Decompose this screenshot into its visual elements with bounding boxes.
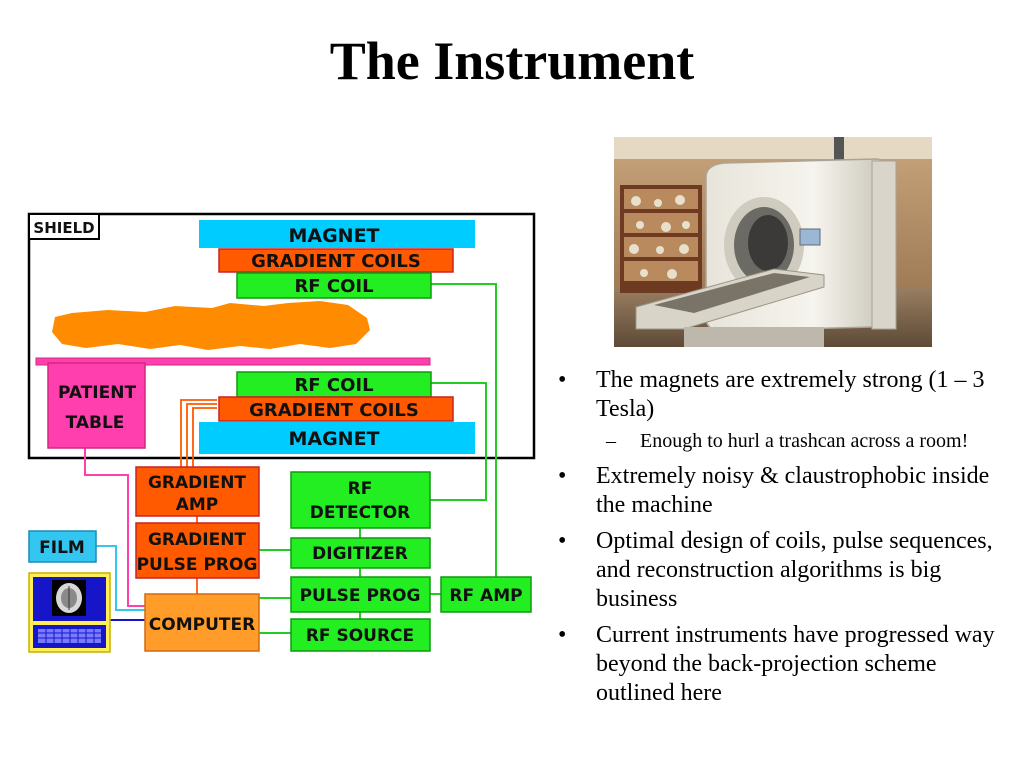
digitizer-label: DIGITIZER (312, 544, 408, 564)
slide-title: The Instrument (329, 31, 695, 91)
bullet-marker: • (558, 528, 567, 554)
bullet-item: • Optimal design of coils, pulse sequenc… (556, 527, 1002, 614)
patient-table-label-2: TABLE (66, 413, 125, 433)
bullet-item: • Current instruments have progressed wa… (556, 621, 1002, 708)
rf-detector-label-2: DETECTOR (310, 503, 411, 523)
digitizer-block (290, 537, 431, 569)
bullet-marker: • (558, 367, 567, 393)
gradient-wires (180, 399, 217, 594)
gradient-coils-top-label: GRADIENT COILS (251, 251, 421, 272)
gradient-pulse-prog-block (135, 522, 260, 579)
bullet-list: • The magnets are extremely strong (1 – … (556, 366, 1002, 715)
rf-coil-bottom-label: RF COIL (294, 375, 373, 396)
sub-bullet-marker: – (606, 430, 616, 452)
gradient-amp-block (135, 466, 260, 517)
gradient-coils-bottom-label: GRADIENT COILS (249, 400, 419, 421)
film-block (28, 530, 97, 563)
rf-coil-bottom-block (236, 371, 432, 398)
mri-block-diagram: SHIELD MAGNET GRADIENT COILS RF COIL PAT… (27, 212, 536, 653)
rf-source-block (290, 618, 431, 652)
gradient-coils-bottom-block (218, 396, 454, 422)
mri-scanner-photo (614, 137, 932, 347)
film-label: FILM (39, 538, 85, 558)
pulse-prog-label: PULSE PROG (300, 586, 421, 606)
bullet-marker: • (558, 622, 567, 648)
patient-table-block (47, 362, 146, 449)
bullet-item: • Extremely noisy & claustrophobic insid… (556, 462, 1002, 520)
rf-detector-block (290, 471, 431, 529)
computer-label: COMPUTER (149, 615, 255, 635)
bullet-item: • The magnets are extremely strong (1 – … (556, 366, 1002, 424)
shield-label-box (28, 213, 100, 240)
computer-block (144, 593, 260, 652)
rf-detector-label-1: RF (348, 479, 373, 499)
gradient-pulse-prog-label-1: GRADIENT (148, 530, 246, 550)
sub-bullet-text: Enough to hurl a trashcan across a room! (640, 430, 969, 452)
bullet-text: Current instruments have progressed way … (596, 622, 995, 706)
rf-amp-label: RF AMP (449, 586, 522, 606)
monitor-icon (28, 572, 111, 653)
film-wire (96, 545, 145, 611)
bullet-text: The magnets are extremely strong (1 – 3 … (596, 367, 985, 422)
patient-table-label-1: PATIENT (58, 383, 136, 403)
magnet-top-label: MAGNET (288, 225, 379, 247)
gradient-amp-label-2: AMP (176, 495, 219, 515)
bullet-marker: • (558, 463, 567, 489)
pulse-prog-block (290, 576, 431, 613)
shield-label: SHIELD (33, 219, 94, 237)
bullet-text: Optimal design of coils, pulse sequences… (596, 528, 993, 612)
rf-coil-top-label: RF COIL (294, 276, 373, 297)
patient-body (52, 301, 370, 350)
gradient-pulse-prog-label-2: PULSE PROG (137, 555, 258, 575)
patient-table-top (35, 357, 431, 366)
magnet-bottom-label: MAGNET (288, 428, 379, 450)
rf-amp-block (440, 576, 532, 613)
sub-bullet-item: – Enough to hurl a trashcan across a roo… (556, 429, 1002, 454)
magnet-top-block (199, 220, 475, 248)
rf-coil-top-block (236, 272, 432, 299)
gradient-amp-label-1: GRADIENT (148, 473, 246, 493)
bullet-text: Extremely noisy & claustrophobic inside … (596, 463, 990, 518)
rf-source-label: RF SOURCE (306, 626, 414, 646)
patient-table-wire (84, 448, 145, 607)
gradient-coils-top-block (218, 248, 454, 273)
magnet-bottom-block (199, 422, 475, 454)
shield-enclosure (27, 212, 536, 460)
